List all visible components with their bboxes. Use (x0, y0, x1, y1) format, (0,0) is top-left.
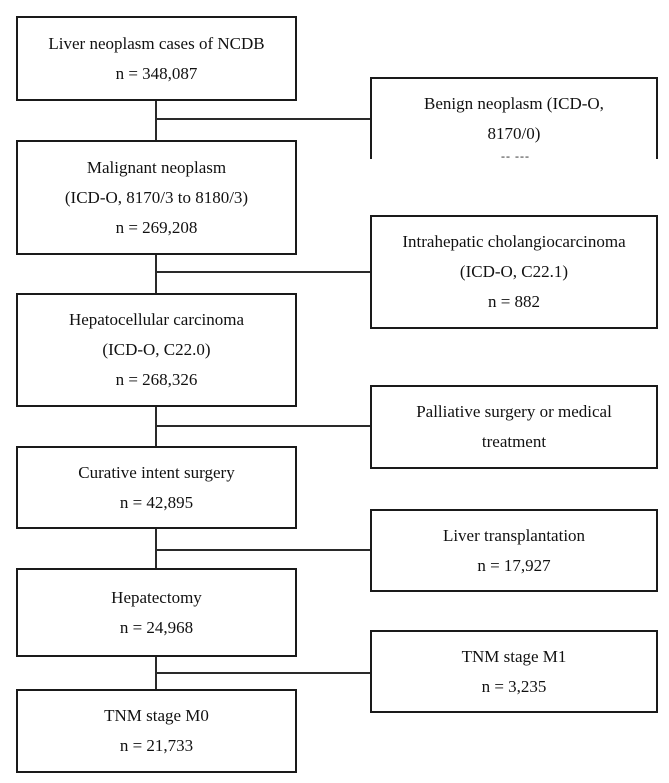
box-code: 8170/0) (487, 124, 541, 143)
box-count: n = 268,326 (115, 370, 198, 389)
box-benign-neoplasm: Benign neoplasm (ICD-O, 8170/0) (370, 77, 658, 159)
box-count: n = 17,927 (477, 555, 551, 575)
box-count: n = 42,895 (119, 492, 194, 512)
branch-icc (156, 271, 371, 273)
box-text: Hepatectomy (111, 587, 202, 607)
box-count: n = 24,968 (119, 617, 194, 637)
branch-palliative (156, 425, 371, 427)
box-text: Liver neoplasm cases of NCDB (48, 33, 265, 53)
connector-main-4 (155, 527, 157, 569)
box-text: TNM stage M1 (461, 646, 567, 666)
box-text: Palliative surgery or medical (416, 402, 612, 421)
box-code: (ICD-O, C22.0) (102, 340, 211, 359)
box-text: Intrahepatic cholangiocarcinoma (402, 232, 626, 251)
connector-main-2 (155, 253, 157, 295)
branch-transplant (156, 549, 371, 551)
box-text-cont: treatment (481, 432, 547, 451)
box-malignant-neoplasm: Malignant neoplasm (ICD-O, 8170/3 to 818… (16, 140, 297, 255)
box-code: (ICD-O, 8170/3 to 8180/3) (64, 187, 249, 207)
box-text: TNM stage M0 (104, 706, 209, 725)
box-count: n = 21,733 (119, 736, 194, 755)
box-text: Curative intent surgery (78, 462, 235, 482)
box-count: n = 3,235 (481, 676, 547, 696)
box-code: (ICD-O, C22.1) (459, 262, 569, 281)
box-tnm-stage-m1: TNM stage M1 n = 3,235 (370, 630, 658, 713)
dashed-mark: -- --- (501, 149, 530, 163)
box-curative-intent-surgery: Curative intent surgery n = 42,895 (16, 446, 297, 529)
branch-benign (156, 118, 371, 120)
box-count: n = 882 (487, 292, 541, 311)
box-text: Malignant neoplasm (86, 157, 227, 177)
box-text: Benign neoplasm (ICD-O, (424, 94, 604, 113)
box-liver-transplantation: Liver transplantation n = 17,927 (370, 509, 658, 592)
box-count: n = 348,087 (115, 63, 198, 83)
box-count: n = 269,208 (115, 217, 198, 237)
box-palliative-surgery: Palliative surgery or medical treatment (370, 385, 658, 469)
box-text: Liver transplantation (442, 525, 586, 545)
branch-m1 (156, 672, 371, 674)
box-liver-neoplasm-cases: Liver neoplasm cases of NCDB n = 348,087 (16, 16, 297, 101)
box-tnm-stage-m0: TNM stage M0 n = 21,733 (16, 689, 297, 773)
box-text: Hepatocellular carcinoma (68, 310, 245, 329)
connector-main-1 (155, 99, 157, 141)
box-hepatocellular-carcinoma: Hepatocellular carcinoma (ICD-O, C22.0) … (16, 293, 297, 407)
box-hepatectomy: Hepatectomy n = 24,968 (16, 568, 297, 657)
box-intrahepatic-cholangiocarcinoma: Intrahepatic cholangiocarcinoma (ICD-O, … (370, 215, 658, 329)
